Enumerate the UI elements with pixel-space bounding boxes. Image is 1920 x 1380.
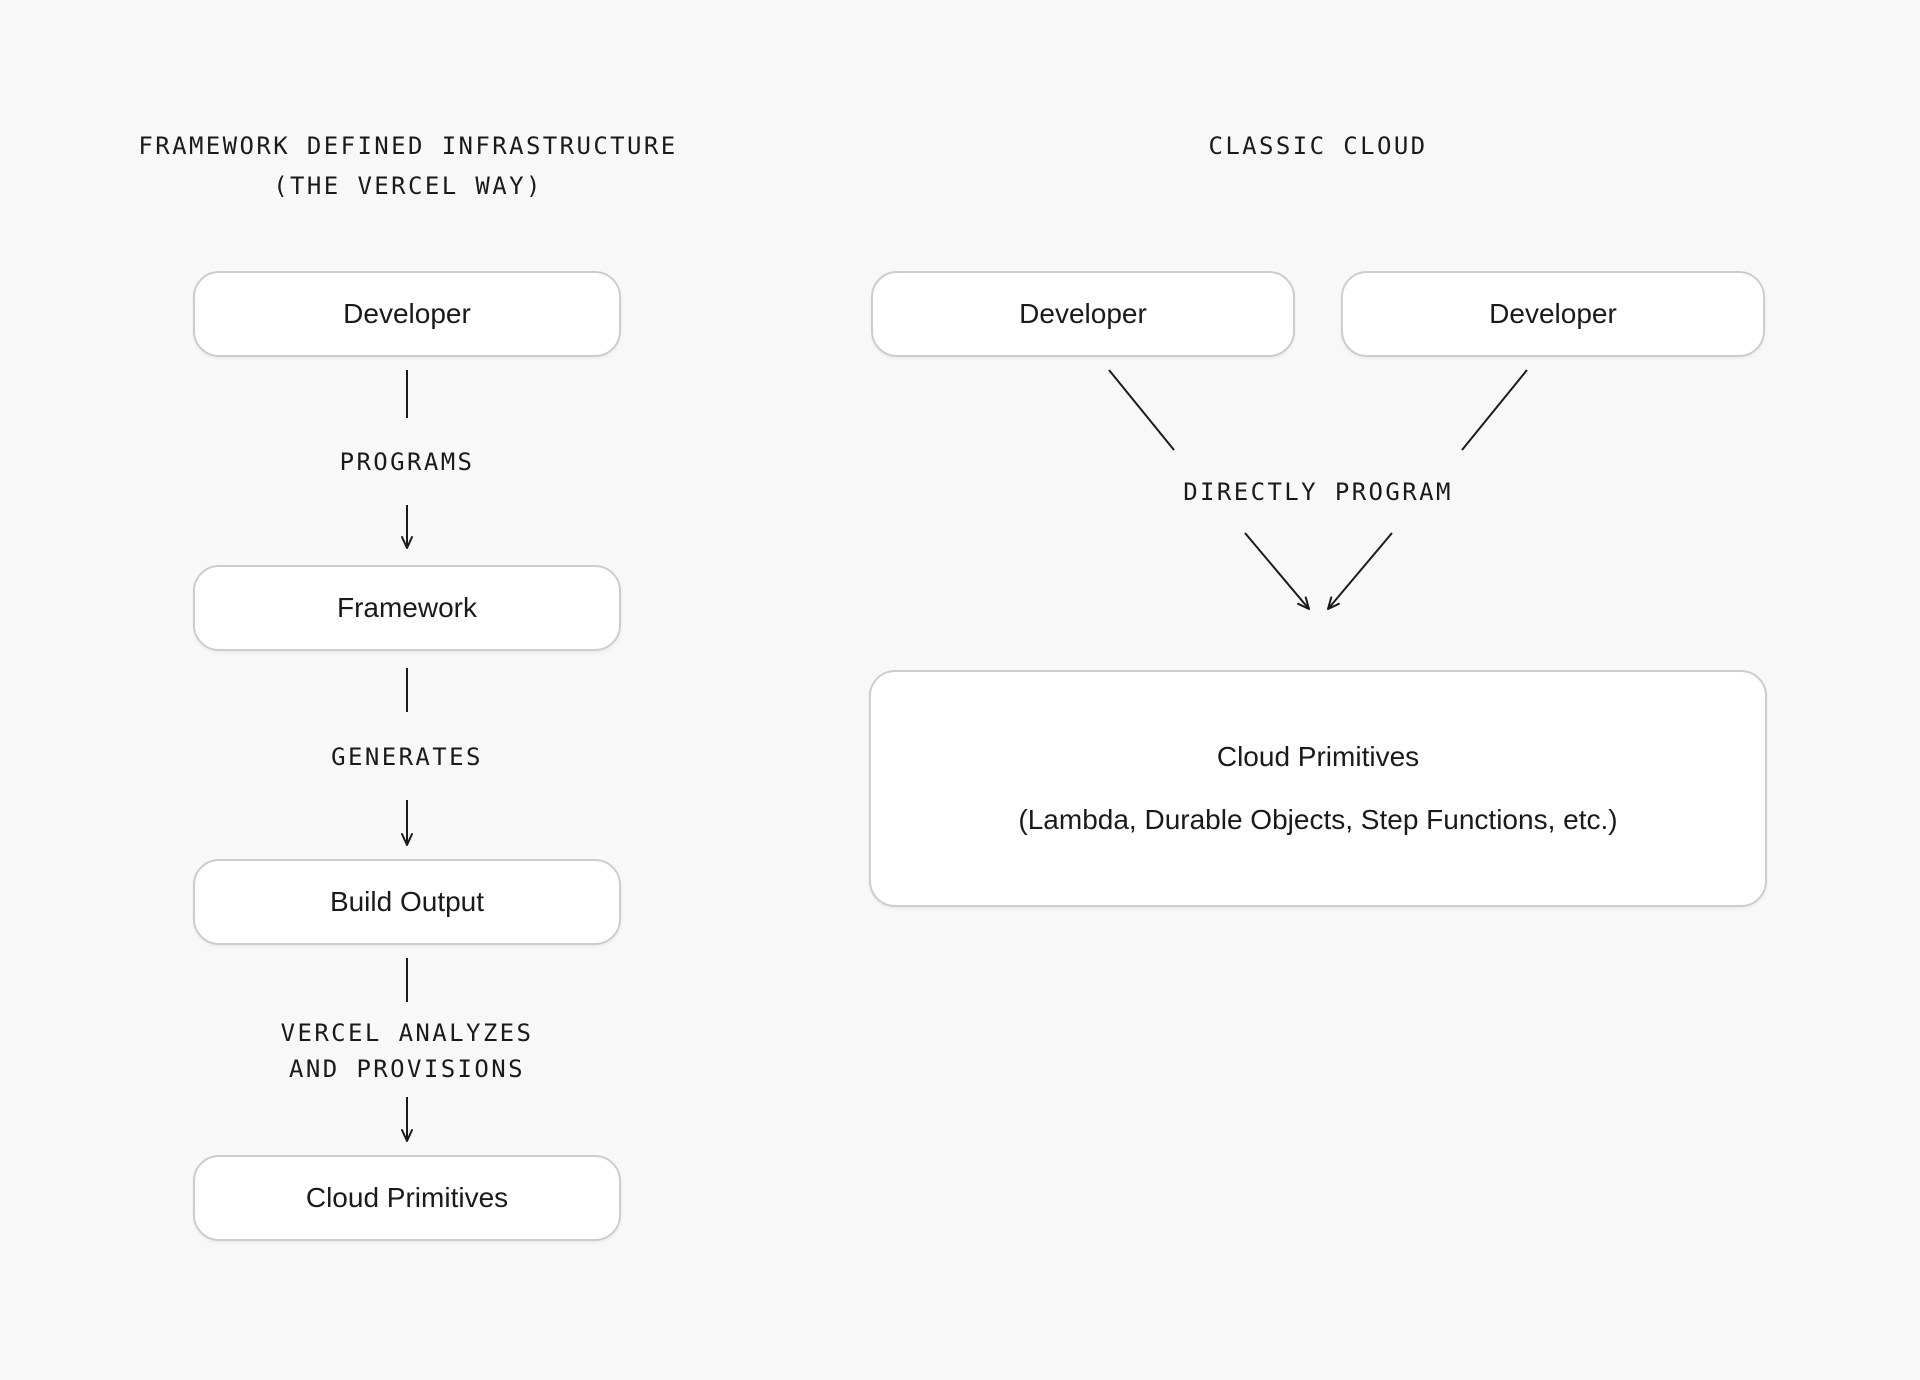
node-label: Framework [336,592,477,623]
edge-label-vercel-analyzes-provisions: VERCEL ANALYZES AND PROVISIONS [281,1015,534,1087]
edge-developer-left-to-directly-program [1108,369,1175,451]
node-label: Developer [1489,298,1617,329]
node-label: Build Output [329,886,485,917]
node-framework: Framework [193,565,621,651]
node-developer-classic-left: Developer [871,271,1295,357]
edge-label-directly-program: DIRECTLY PROGRAM [1183,478,1453,506]
edge-directly-program-to-cloud-right [1327,532,1393,610]
node-developer-classic-right: Developer [1341,271,1765,357]
edge-label-generates: GENERATES [331,743,483,771]
node-label: Developer [1019,298,1147,329]
edge-label-programs: PROGRAMS [339,448,475,476]
edge-label-line2: AND PROVISIONS [289,1055,525,1083]
edge-label-line1: VERCEL ANALYZES [280,1019,534,1047]
edge-directly-program-to-cloud-left [1244,532,1310,610]
right-column-title: CLASSIC CLOUD [1208,132,1428,160]
left-column-title-line1: FRAMEWORK DEFINED INFRASTRUCTURE [138,132,678,160]
node-label: Cloud Primitives [305,1182,509,1213]
node-cloud-primitives-classic: Cloud Primitives (Lambda, Durable Object… [869,670,1767,907]
node-label: Developer [343,298,471,329]
node-build-output: Build Output [193,859,621,945]
edge-developer-right-to-directly-program [1461,369,1528,451]
node-cloud-primitives-left-column: Cloud Primitives [193,1155,621,1241]
left-column-title: FRAMEWORK DEFINED INFRASTRUCTURE (THE VE… [138,126,677,206]
node-developer-left-column: Developer [193,271,621,357]
left-column-title-line2: (THE VERCEL WAY) [273,172,543,200]
node-subtitle: (Lambda, Durable Objects, Step Functions… [1018,804,1618,835]
node-title: Cloud Primitives [1216,741,1420,772]
